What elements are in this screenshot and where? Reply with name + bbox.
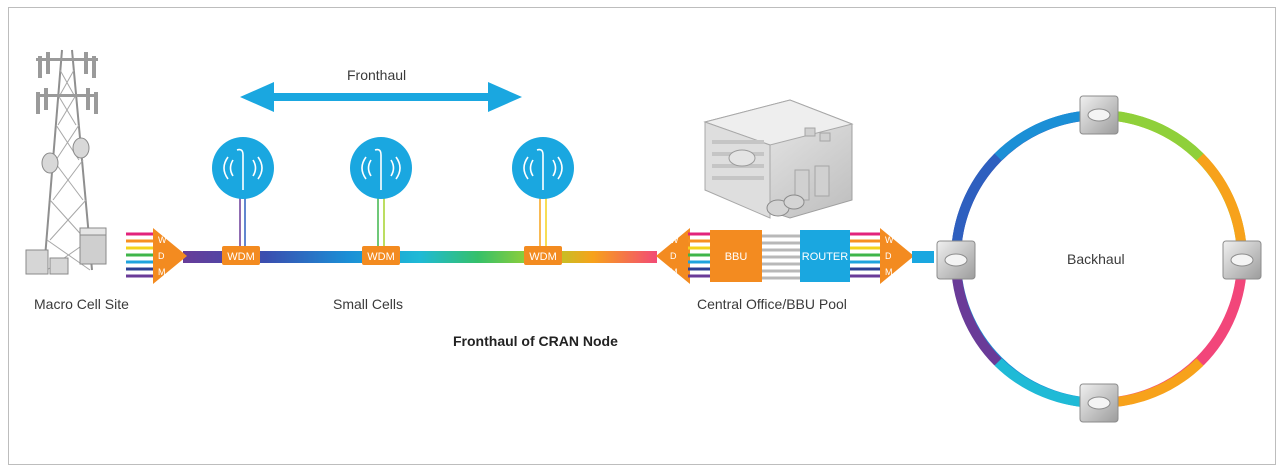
mux-letter-d: D: [670, 251, 677, 261]
mux-letter-w: W: [885, 235, 894, 245]
wdm-box-1-label: WDM: [227, 251, 255, 263]
diagram-caption: Fronthaul of CRAN Node: [453, 333, 618, 349]
fronthaul-arrow-label: Fronthaul: [347, 67, 407, 83]
central-office-rack: W D M BBU ROUTER: [656, 228, 934, 284]
mux-letter-m: M: [670, 267, 678, 277]
switch-port-icon: [1230, 253, 1254, 267]
antenna-pole-icon: [223, 148, 263, 190]
backhaul-label: Backhaul: [1067, 251, 1125, 267]
ring-switch-top: [1079, 95, 1119, 135]
mux-letter-m: M: [158, 267, 166, 277]
mux-letter-d: D: [885, 251, 892, 261]
small-cell-2: WDM: [350, 137, 412, 265]
central-office-label: Central Office/BBU Pool: [697, 296, 847, 312]
small-cell-1: WDM: [212, 137, 274, 265]
small-cells-label: Small Cells: [333, 296, 404, 312]
central-office-building-icon: [703, 99, 854, 219]
mux-letter-w: W: [158, 235, 167, 245]
macro-cell-tower-icon: [25, 49, 107, 275]
mux-letter-m: M: [885, 267, 893, 277]
switch-port-icon: [944, 253, 968, 267]
mux-letter-d: D: [158, 251, 165, 261]
switch-port-icon: [1087, 108, 1111, 122]
router-box-label: ROUTER: [802, 251, 849, 263]
ring-switch-bottom: [1079, 383, 1119, 423]
bbu-box-label: BBU: [725, 251, 748, 263]
small-cell-3: WDM: [512, 137, 574, 265]
wdm-box-3-label: WDM: [529, 251, 557, 263]
diagram-frame: [8, 7, 1276, 465]
ring-switch-right: [1222, 240, 1262, 280]
antenna-pole-icon: [361, 148, 401, 190]
macro-cell-site-label: Macro Cell Site: [34, 296, 129, 312]
wdm-mux-left: W D M: [126, 228, 187, 284]
fronthaul-double-arrow: [240, 82, 522, 112]
wdm-box-2-label: WDM: [367, 251, 395, 263]
antenna-pole-icon: [523, 148, 563, 190]
mux-letter-w: W: [670, 235, 679, 245]
ring-switch-left: [936, 240, 976, 280]
switch-port-icon: [1087, 396, 1111, 410]
